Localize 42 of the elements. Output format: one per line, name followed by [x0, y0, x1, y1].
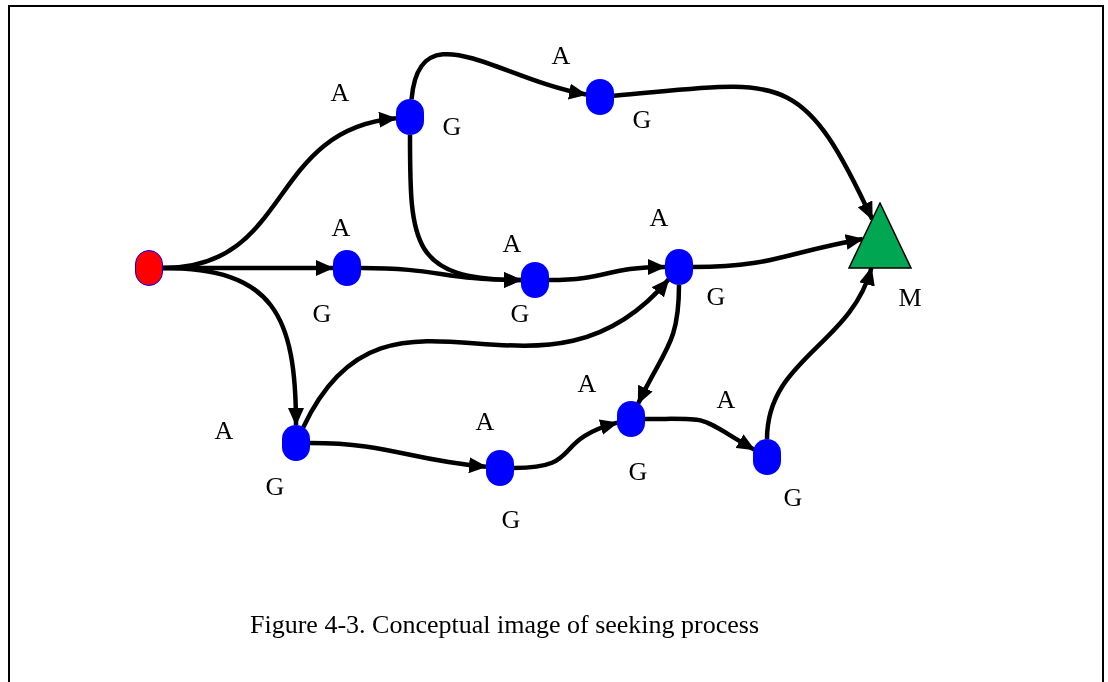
node-label: G [632, 107, 652, 133]
arrow [360, 265, 522, 288]
node-label: A [577, 371, 597, 397]
node-label: A [331, 215, 351, 241]
node-label: A [649, 205, 669, 231]
arrow [613, 84, 875, 221]
state-node [586, 79, 614, 115]
state-node [282, 425, 310, 461]
node-label: G [312, 301, 332, 327]
start-node [135, 250, 163, 286]
goal-triangle [848, 202, 912, 270]
state-node [617, 401, 645, 437]
arrow [301, 277, 671, 429]
node-label: G [628, 459, 648, 485]
state-node [521, 262, 549, 298]
arrow [645, 416, 756, 452]
node-label: A [716, 387, 736, 413]
node-label: A [214, 418, 234, 444]
node-label: A [330, 80, 350, 106]
state-node [753, 439, 781, 475]
arrow [513, 420, 619, 471]
state-node [486, 450, 514, 486]
arrow [309, 440, 488, 473]
state-node [665, 249, 693, 285]
state-node [333, 250, 361, 286]
arrow [409, 52, 588, 100]
node-label: G [510, 301, 530, 327]
node-label: G [783, 485, 803, 511]
node-label: G [706, 284, 726, 310]
arrow [548, 259, 666, 283]
node-label: A [551, 43, 571, 69]
node-label: G [442, 114, 462, 140]
figure-caption: Figure 4-3. Conceptual image of seeking process [250, 609, 760, 641]
node-label: G [265, 474, 285, 500]
node-label: G [501, 507, 521, 533]
state-node [396, 99, 424, 135]
node-label: A [502, 231, 522, 257]
arrow [636, 284, 682, 405]
node-label: A [475, 409, 495, 435]
node-label: M [898, 285, 922, 311]
arrow [692, 234, 864, 270]
arrow [162, 265, 304, 426]
